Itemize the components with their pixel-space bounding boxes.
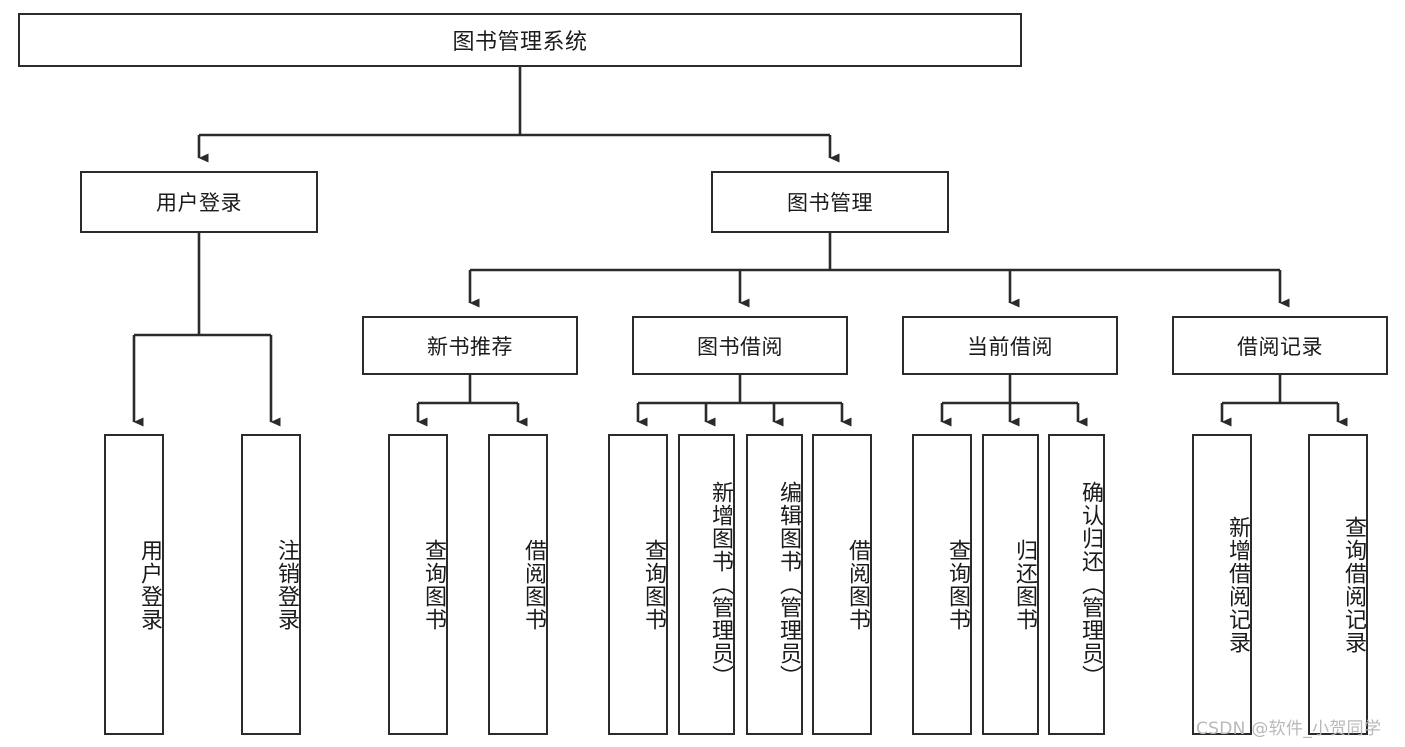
node-label: 图书管理系统: [452, 30, 588, 55]
csdn-watermark: CSDN @软件_小贺同学: [1196, 719, 1382, 739]
leaf-query-borrowing-record[interactable]: 查询借阅记录: [1308, 434, 1368, 735]
node-label: 编辑图书（管理员）: [776, 481, 801, 688]
node-label: 新增借阅记录: [1225, 515, 1250, 654]
node-label: 图书管理: [787, 191, 873, 215]
leaf-confirm-return-admin[interactable]: 确认归还（管理员）: [1048, 434, 1105, 735]
node-borrowing-records[interactable]: 借阅记录: [1172, 316, 1388, 375]
leaf-edit-book-admin[interactable]: 编辑图书（管理员）: [746, 434, 803, 735]
node-label: 查询图书: [421, 538, 446, 631]
leaf-query-book-current[interactable]: 查询图书: [912, 434, 972, 735]
node-label: 借阅图书: [845, 538, 870, 631]
node-label: 新书推荐: [427, 334, 513, 359]
node-label: 查询图书: [945, 538, 970, 631]
leaf-query-book-borrowing[interactable]: 查询图书: [608, 434, 668, 735]
node-label: 新增图书（管理员）: [708, 481, 733, 688]
node-label: 用户登录: [156, 191, 242, 215]
leaf-borrow-book-recommendation[interactable]: 借阅图书: [488, 434, 548, 735]
node-label: 当前借阅: [967, 334, 1053, 359]
node-label: 归还图书: [1012, 538, 1037, 631]
node-label: 查询借阅记录: [1341, 515, 1366, 654]
leaf-return-book[interactable]: 归还图书: [982, 434, 1039, 735]
node-label: 注销登录: [274, 538, 299, 631]
leaf-query-book-recommendation[interactable]: 查询图书: [388, 434, 448, 735]
node-root-book-management-system[interactable]: 图书管理系统: [18, 13, 1022, 67]
node-current-borrowing[interactable]: 当前借阅: [902, 316, 1118, 375]
leaf-user-login[interactable]: 用户登录: [104, 434, 164, 735]
node-book-borrowing[interactable]: 图书借阅: [632, 316, 848, 375]
node-label: 用户登录: [137, 538, 162, 631]
node-book-management[interactable]: 图书管理: [711, 171, 949, 233]
leaf-add-book-admin[interactable]: 新增图书（管理员）: [678, 434, 735, 735]
leaf-borrow-book[interactable]: 借阅图书: [812, 434, 872, 735]
node-new-book-recommendation[interactable]: 新书推荐: [362, 316, 578, 375]
leaf-logout-login[interactable]: 注销登录: [241, 434, 301, 735]
node-label: 图书借阅: [697, 334, 783, 359]
leaf-add-borrowing-record[interactable]: 新增借阅记录: [1192, 434, 1252, 735]
node-label: 借阅图书: [521, 538, 546, 631]
node-label: 查询图书: [641, 538, 666, 631]
node-user-login[interactable]: 用户登录: [80, 171, 318, 233]
node-label: 借阅记录: [1237, 334, 1323, 359]
node-label: 确认归还（管理员）: [1078, 481, 1103, 688]
